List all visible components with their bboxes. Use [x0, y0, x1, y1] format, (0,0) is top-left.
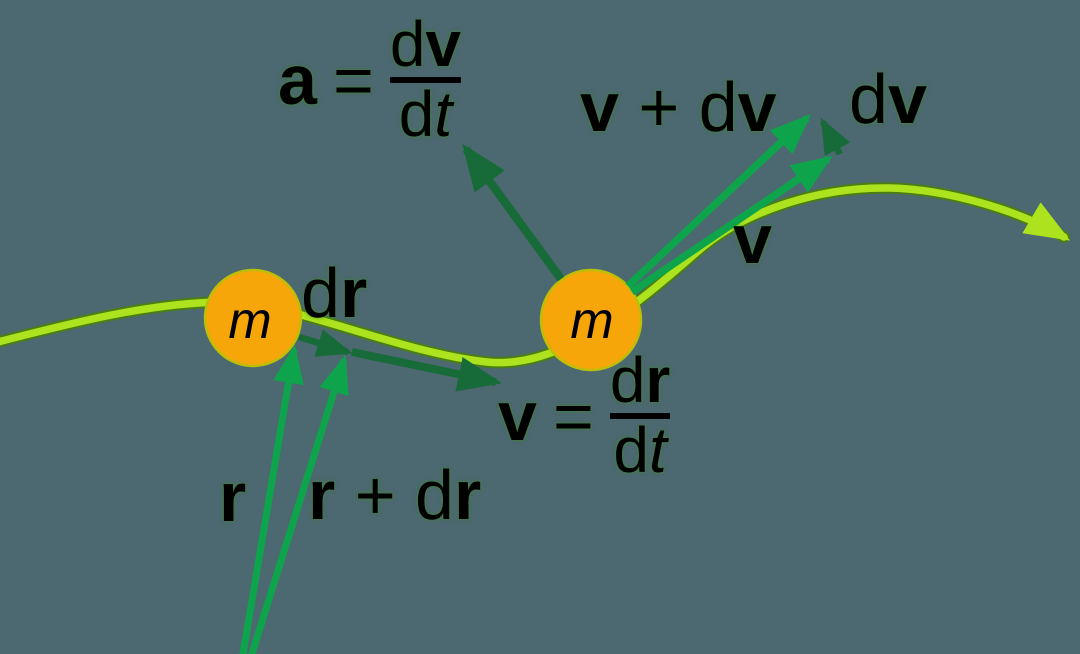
vector-v-first: [351, 348, 503, 392]
label-v-plus-dv: v + dv: [580, 68, 777, 146]
trajectory-path: [0, 184, 1071, 367]
formula-velocity-lhs: v: [498, 376, 537, 455]
formula-acceleration: a = dv dt: [278, 8, 462, 150]
vector-v-second: [629, 155, 833, 296]
formula-acceleration-lhs: a: [278, 40, 317, 119]
vector-a: [462, 143, 565, 282]
trajectory-halo: [0, 182, 1070, 369]
fraction-numerator: dv: [389, 8, 462, 80]
vector-v-plus-dv: [625, 114, 812, 289]
vector-r-plus-dr: [248, 354, 349, 654]
label-v: v: [733, 200, 772, 278]
equals-sign: =: [552, 376, 594, 455]
label-dv: dv: [849, 60, 927, 138]
vector-dv: [820, 117, 851, 156]
mass-2-symbol: m: [570, 292, 614, 350]
fraction-bar: [389, 76, 462, 83]
fraction-dv-dt: dv dt: [389, 8, 462, 150]
fraction-numerator: dr: [609, 344, 671, 416]
mass-particle-1: [203, 268, 303, 368]
fraction-denominator: dt: [398, 77, 453, 150]
mass-1-symbol: m: [228, 292, 272, 350]
fraction-dr-dt: dr dt: [609, 344, 671, 486]
label-dr: dr: [301, 254, 368, 332]
formula-velocity: v = dr dt: [498, 344, 671, 486]
equals-sign: =: [332, 40, 374, 119]
vector-r: [239, 344, 304, 654]
fraction-bar: [609, 412, 671, 419]
label-r-plus-dr: r + dr: [308, 456, 482, 534]
label-r: r: [219, 458, 247, 536]
mass-particle-2: [539, 268, 643, 372]
fraction-denominator: dt: [613, 413, 667, 486]
vector-dr: [298, 329, 353, 357]
